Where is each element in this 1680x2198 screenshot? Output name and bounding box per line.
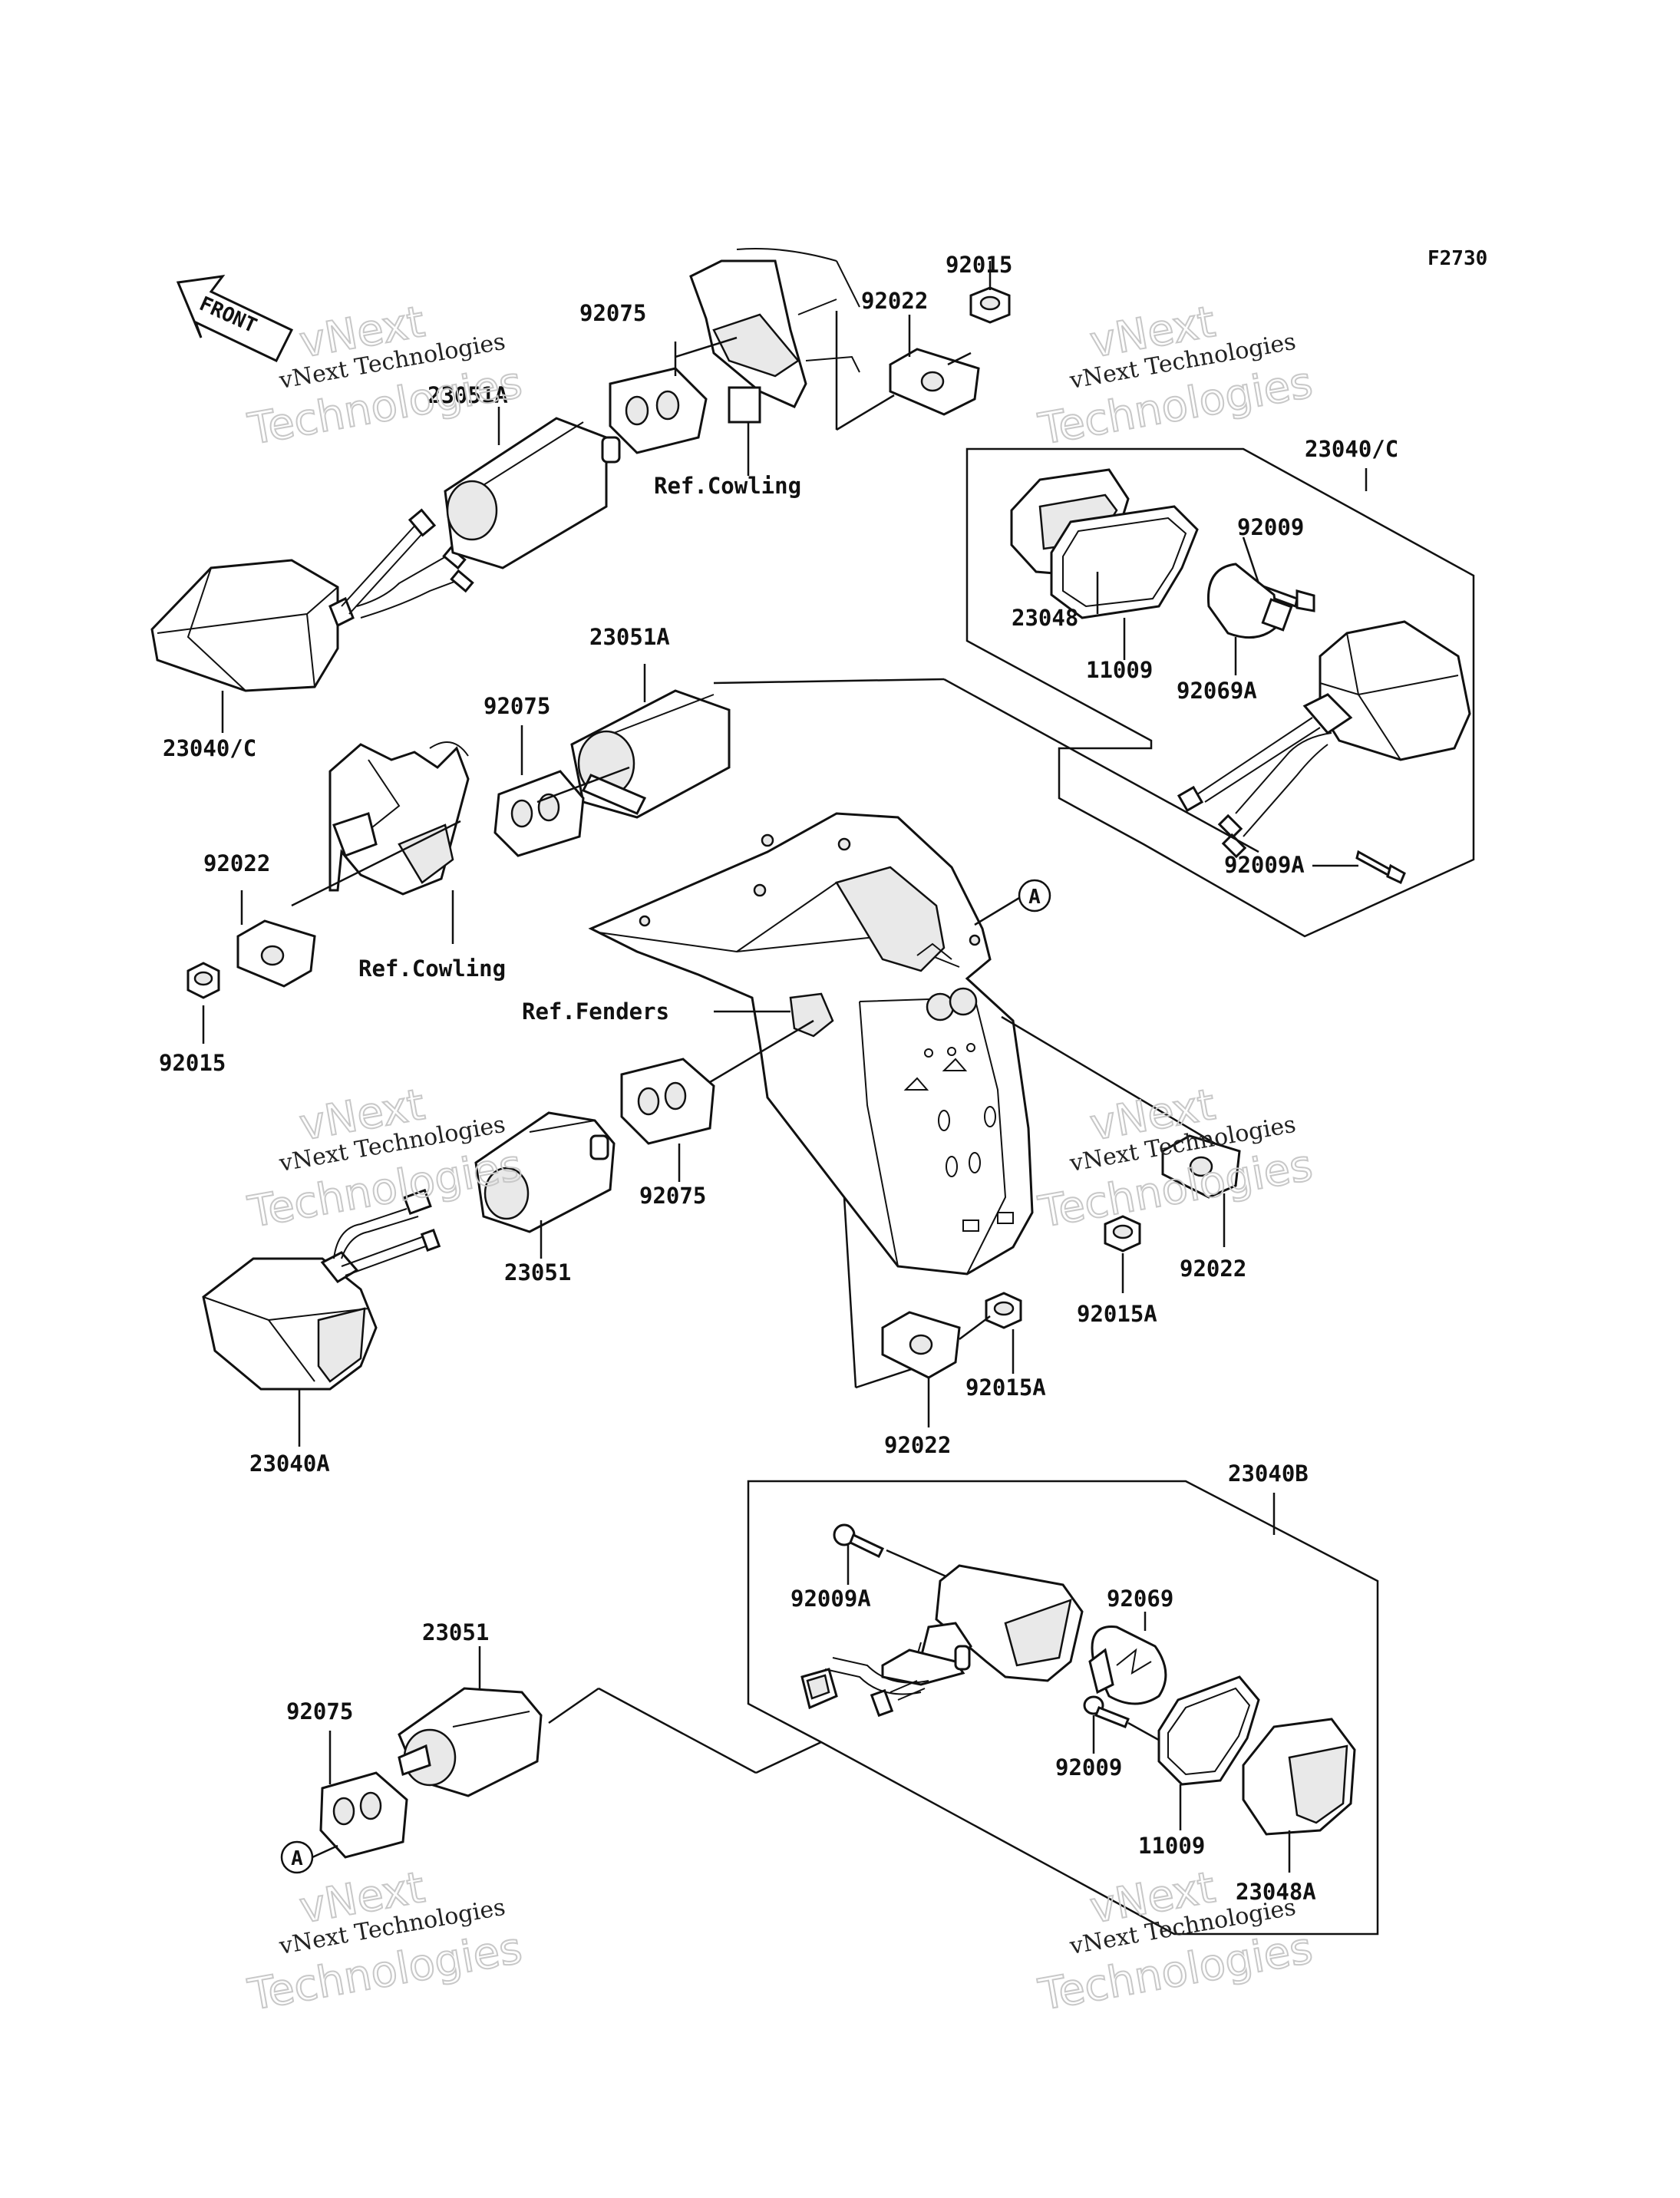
label-23040c-right: 23040/C (1305, 436, 1398, 462)
screw-92009-low (1083, 1695, 1130, 1728)
label-92022-top: 92022 (861, 288, 928, 314)
label-11009-low: 11009 (1138, 1833, 1205, 1859)
label-23040b: 23040B (1228, 1460, 1309, 1487)
label-92075-top: 92075 (579, 300, 646, 326)
front-arrow-icon: FRONT (176, 275, 294, 362)
label-ref-cowling-top: Ref.Cowling (654, 473, 801, 499)
label-23051-mid: 23051 (504, 1259, 571, 1285)
watermark-mid-left: vNext vNext Technologies Technologies (243, 1079, 526, 1239)
turn-signal-right-upper (1177, 620, 1471, 859)
bracket-housing-23051a-top (444, 417, 621, 569)
turn-signal-left-upper (150, 508, 474, 692)
label-92015a-right: 92015A (1077, 1301, 1157, 1327)
label-92009-low: 92009 (1055, 1754, 1122, 1781)
label-92022-left: 92022 (203, 850, 270, 876)
watermark-top-right: vNext vNext Technologies Technologies (1034, 296, 1317, 456)
label-92009a-right: 92009A (1224, 852, 1305, 878)
plate-92022-bottom (881, 1311, 961, 1379)
label-92015-left: 92015 (159, 1050, 226, 1076)
label-92069a: 92069A (1177, 678, 1257, 704)
nut-92015-top (969, 286, 1011, 324)
watermark-bottom-left: vNext vNext Technologies Technologies (243, 1862, 526, 2021)
label-23051a-mid: 23051A (589, 624, 670, 650)
label-11009-top: 11009 (1086, 657, 1153, 683)
label-92069: 92069 (1107, 1586, 1173, 1612)
label-23040a: 23040A (249, 1450, 330, 1477)
bulb-92069 (1088, 1625, 1167, 1705)
figure-code: F2730 (1428, 247, 1487, 270)
label-23040c-left: 23040/C (163, 735, 256, 761)
label-92009a-low: 92009A (790, 1586, 871, 1612)
label-23048a: 23048A (1236, 1879, 1316, 1905)
lens-23048a (1242, 1718, 1356, 1836)
grommet-92075-low (620, 1058, 715, 1145)
turn-signal-23040b (800, 1564, 1084, 1718)
label-92015-top: 92015 (946, 252, 1012, 278)
cowling-ref-top (689, 248, 860, 424)
nut-92015a-right (1104, 1215, 1141, 1252)
label-92022-bottom: 92022 (884, 1432, 951, 1458)
part-labels: 92015 92022 92075 23051A Ref.Cowling 230… (159, 252, 1398, 1905)
grommet-92075-mid (493, 770, 585, 857)
bracket-housing-23051a-mid (570, 689, 731, 819)
callout-a-circle (1018, 879, 1051, 913)
bracket-housing-23051-mid (474, 1111, 616, 1233)
label-92075-bottom: 92075 (286, 1698, 353, 1724)
watermark-bottom-right: vNext vNext Technologies Technologies (1034, 1862, 1317, 2021)
label-ref-fenders: Ref.Fenders (522, 998, 669, 1025)
nut-92015-left (186, 962, 220, 999)
screw-92009a-right (1355, 850, 1406, 885)
screw-92009a-low (833, 1523, 885, 1558)
gasket-11009-top (1050, 505, 1199, 619)
grommet-92075-top (609, 367, 708, 454)
grommet-92075-bottom (319, 1771, 408, 1859)
turn-signal-23040a (202, 1188, 441, 1391)
label-92075-mid: 92075 (484, 693, 550, 719)
plate-92022-right (1161, 1134, 1241, 1199)
watermark-mid-right: vNext vNext Technologies Technologies (1034, 1079, 1317, 1239)
bracket-housing-23051-low (398, 1687, 543, 1797)
bulb-92069a (1206, 563, 1293, 639)
cowling-ref-mid (328, 741, 470, 896)
label-23048: 23048 (1012, 605, 1078, 631)
label-23051a-top: 23051A (427, 382, 508, 408)
gasket-11009-low (1157, 1675, 1260, 1786)
rear-fender-ref (588, 812, 1034, 1276)
nut-92015a-mid (985, 1292, 1022, 1329)
label-92009-right: 92009 (1237, 514, 1304, 540)
label-23051-low: 23051 (422, 1619, 489, 1645)
callout-a-bottom: A (291, 1847, 303, 1870)
plate-92022-top (889, 348, 980, 416)
watermark-top-left: vNext vNext Technologies Technologies (243, 296, 526, 456)
label-92075-low: 92075 (639, 1183, 706, 1209)
label-ref-cowling-mid: Ref.Cowling (358, 955, 506, 982)
label-92022-right: 92022 (1180, 1256, 1246, 1282)
callout-a-fender: A (1028, 886, 1041, 909)
label-92015a-mid: 92015A (965, 1375, 1046, 1401)
plate-92022-left (236, 919, 316, 988)
